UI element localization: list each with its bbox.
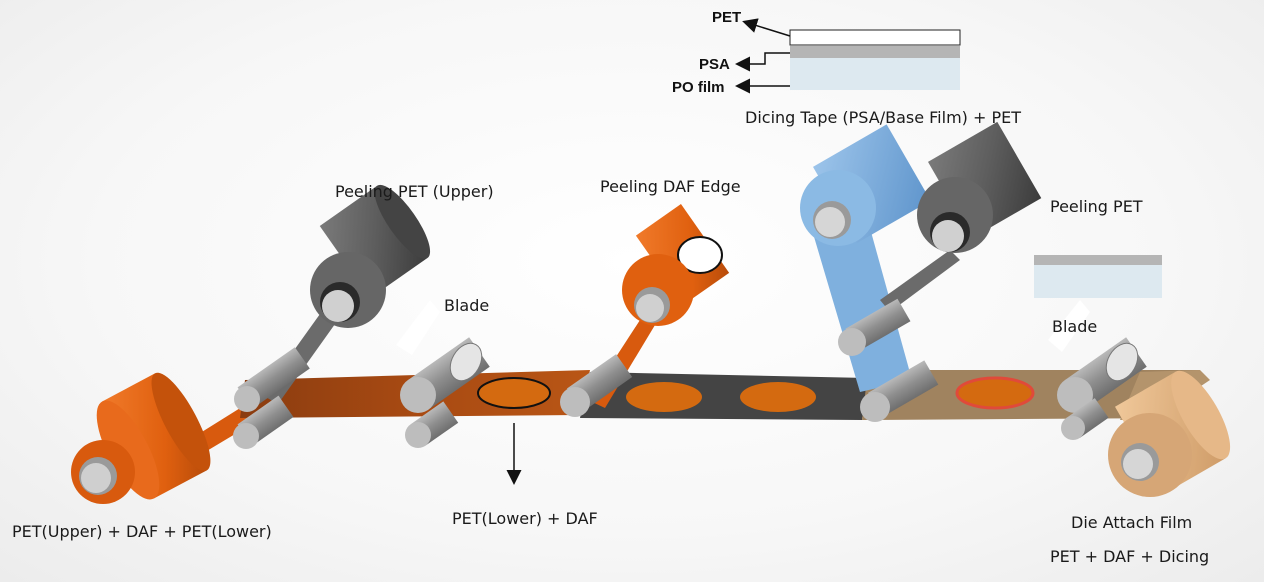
pet-layer xyxy=(789,29,961,46)
middle-stack-label: PET(Lower) + DAF xyxy=(452,509,598,528)
daf-pad-2 xyxy=(626,382,702,412)
psa-layer xyxy=(790,46,960,58)
peeling-pet-upper-label: Peeling PET (Upper) xyxy=(335,182,494,201)
roller-pair-2 xyxy=(838,298,939,422)
blade-left xyxy=(396,300,490,448)
blade-right xyxy=(1048,300,1147,440)
output-roll xyxy=(1108,370,1231,497)
film-structure-legend xyxy=(735,18,961,94)
input-stack-label: PET(Upper) + DAF + PET(Lower) xyxy=(12,522,272,541)
output-stack-label: PET + DAF + Dicing xyxy=(1050,547,1210,566)
legend-po-film-label: PO film xyxy=(672,79,725,96)
peeling-pet-label: Peeling PET xyxy=(1050,197,1143,216)
output-title-label: Die Attach Film xyxy=(1071,513,1193,532)
psa-arrow xyxy=(735,52,790,72)
pet-arrow xyxy=(742,18,791,37)
po-film-layer xyxy=(790,58,960,90)
peeling-pet-roll xyxy=(880,121,1042,312)
dicing-tape-label: Dicing Tape (PSA/Base Film) + PET xyxy=(745,108,1021,127)
roller-junction xyxy=(560,354,633,417)
dicing-tape-roll xyxy=(800,124,931,392)
legend-psa-label: PSA xyxy=(699,56,730,73)
input-roll xyxy=(71,372,262,504)
daf-pad-1 xyxy=(477,377,551,409)
blade-right-label: Blade xyxy=(1052,317,1098,336)
peeling-daf-edge-label: Peeling DAF Edge xyxy=(600,177,741,196)
daf-pad-4 xyxy=(955,376,1035,410)
roller-pair-1 xyxy=(233,347,310,449)
daf-pad-3 xyxy=(740,382,816,412)
peeled-film-illustration xyxy=(1034,255,1162,298)
blade-left-label: Blade xyxy=(444,296,490,315)
legend-pet-label: PET xyxy=(712,9,742,26)
